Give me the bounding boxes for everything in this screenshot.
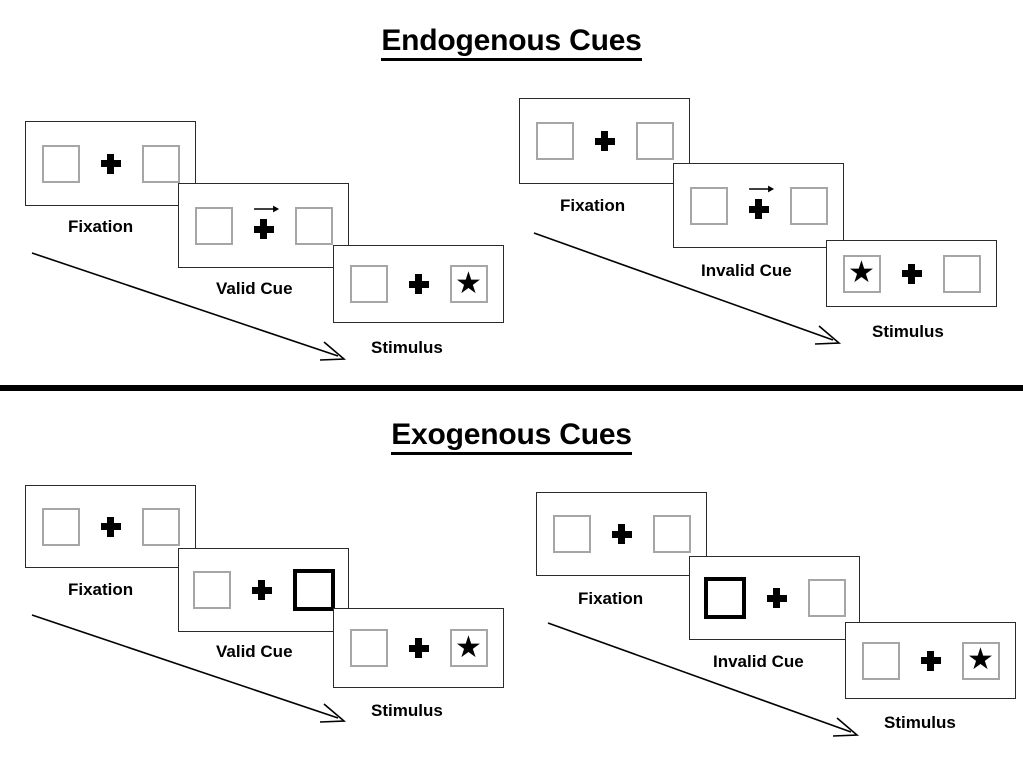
plus-icon — [100, 516, 121, 537]
frame-content — [179, 549, 348, 631]
stage-label-endogenous-valid-fixation: Fixation — [68, 217, 134, 236]
stage-frame-exogenous-invalid-cue — [689, 556, 860, 640]
placeholder-box-left — [535, 122, 574, 160]
fixation-cross-slot — [898, 254, 926, 294]
stage-label-endogenous-valid-stimulus: Stimulus — [371, 338, 443, 357]
placeholder-box-right — [635, 122, 674, 160]
placeholder-box-left — [689, 186, 728, 225]
stage-label-exogenous-invalid-cue: Invalid Cue — [713, 652, 804, 671]
stage-label-endogenous-invalid-cue: Invalid Cue — [701, 261, 792, 280]
stage-frame-endogenous-invalid-fixation — [519, 98, 690, 184]
plus-icon — [901, 263, 922, 284]
frame-content — [520, 99, 689, 183]
plus-icon — [594, 131, 615, 151]
stage-label-endogenous-invalid-fixation: Fixation — [560, 196, 626, 215]
stage-frame-exogenous-valid-cue — [178, 548, 349, 632]
stage-label-endogenous-valid-cue: Valid Cue — [216, 279, 293, 298]
plus-icon — [408, 638, 429, 658]
fixation-cross-slot — [405, 264, 433, 304]
plus-icon — [251, 580, 272, 600]
target-box-right: ★ — [449, 629, 488, 667]
frame-content: ★ — [334, 246, 503, 322]
section-title-exogenous: Exogenous Cues — [0, 418, 1023, 455]
frame-content — [690, 557, 859, 639]
placeholder-box-right — [807, 579, 846, 617]
arrow-right-icon — [748, 185, 774, 192]
section-title-endogenous-text: Endogenous Cues — [381, 24, 642, 61]
frame-content: ★ — [334, 609, 503, 687]
placeholder-box-right — [789, 186, 828, 225]
cue-box-right — [292, 569, 335, 611]
stage-label-exogenous-valid-cue: Valid Cue — [216, 642, 293, 661]
star-icon: ★ — [455, 630, 482, 664]
target-box-right: ★ — [449, 265, 488, 303]
placeholder-box-right — [141, 507, 180, 546]
placeholder-box-right — [652, 515, 691, 553]
diagonal-arrow-icon — [547, 622, 860, 737]
fixation-cross-slot — [250, 205, 279, 246]
fixation-cross-slot — [248, 570, 276, 610]
section-title-endogenous: Endogenous Cues — [0, 24, 1023, 61]
fixation-cross-slot — [608, 514, 636, 554]
fixation-cross-slot — [745, 185, 774, 226]
frame-content — [26, 486, 195, 567]
plus-icon — [920, 650, 941, 671]
star-icon: ★ — [967, 643, 994, 676]
stage-frame-endogenous-valid-cue — [178, 183, 349, 268]
diagonal-arrow-icon — [31, 252, 347, 361]
stage-label-exogenous-valid-fixation: Fixation — [68, 580, 134, 599]
stage-label-exogenous-valid-stimulus: Stimulus — [371, 701, 443, 720]
placeholder-box-left — [192, 571, 231, 609]
arrow-right-icon — [253, 205, 279, 212]
plus-icon — [611, 524, 632, 544]
fixation-cross-slot — [405, 628, 433, 668]
stage-frame-exogenous-invalid-stimulus: ★ — [845, 622, 1016, 699]
diagonal-arrow-icon — [31, 614, 347, 723]
placeholder-box-left — [552, 515, 591, 553]
placeholder-box-left — [194, 206, 233, 245]
plus-icon — [748, 199, 769, 219]
plus-icon — [253, 219, 274, 239]
plus-icon — [408, 274, 429, 294]
plus-icon — [766, 588, 787, 608]
fixation-cross-slot — [591, 121, 619, 161]
stage-frame-exogenous-valid-stimulus: ★ — [333, 608, 504, 688]
placeholder-box-left — [349, 629, 388, 667]
placeholder-box-right — [294, 206, 333, 245]
frame-content — [674, 164, 843, 247]
fixation-cross-slot — [97, 144, 125, 184]
section-title-exogenous-text: Exogenous Cues — [391, 418, 632, 455]
cue-box-left — [703, 577, 746, 619]
stage-frame-exogenous-invalid-fixation — [536, 492, 707, 576]
stage-label-exogenous-invalid-stimulus: Stimulus — [884, 713, 956, 732]
stage-frame-exogenous-valid-fixation — [25, 485, 196, 568]
stage-frame-endogenous-invalid-stimulus: ★ — [826, 240, 997, 307]
frame-content: ★ — [846, 623, 1015, 698]
placeholder-box-left — [41, 507, 80, 546]
frame-content: ★ — [827, 241, 996, 306]
star-icon: ★ — [455, 266, 482, 300]
section-divider — [0, 385, 1023, 391]
plus-icon — [100, 153, 121, 174]
diagonal-arrow-icon — [533, 232, 842, 345]
target-box-left: ★ — [842, 254, 881, 293]
star-icon: ★ — [848, 256, 875, 289]
placeholder-box-right — [141, 144, 180, 183]
frame-content — [26, 122, 195, 205]
stage-label-exogenous-invalid-fixation: Fixation — [578, 589, 644, 608]
stage-frame-endogenous-invalid-cue — [673, 163, 844, 248]
stage-frame-endogenous-valid-fixation — [25, 121, 196, 206]
stage-frame-endogenous-valid-stimulus: ★ — [333, 245, 504, 323]
placeholder-box-left — [41, 144, 80, 183]
placeholder-box-left — [861, 641, 900, 680]
stage-label-endogenous-invalid-stimulus: Stimulus — [872, 322, 944, 341]
frame-content — [179, 184, 348, 267]
target-box-right: ★ — [961, 641, 1000, 680]
placeholder-box-right — [942, 254, 981, 293]
fixation-cross-slot — [97, 507, 125, 547]
placeholder-box-left — [349, 265, 388, 303]
frame-content — [537, 493, 706, 575]
fixation-cross-slot — [917, 641, 945, 681]
fixation-cross-slot — [763, 578, 791, 618]
